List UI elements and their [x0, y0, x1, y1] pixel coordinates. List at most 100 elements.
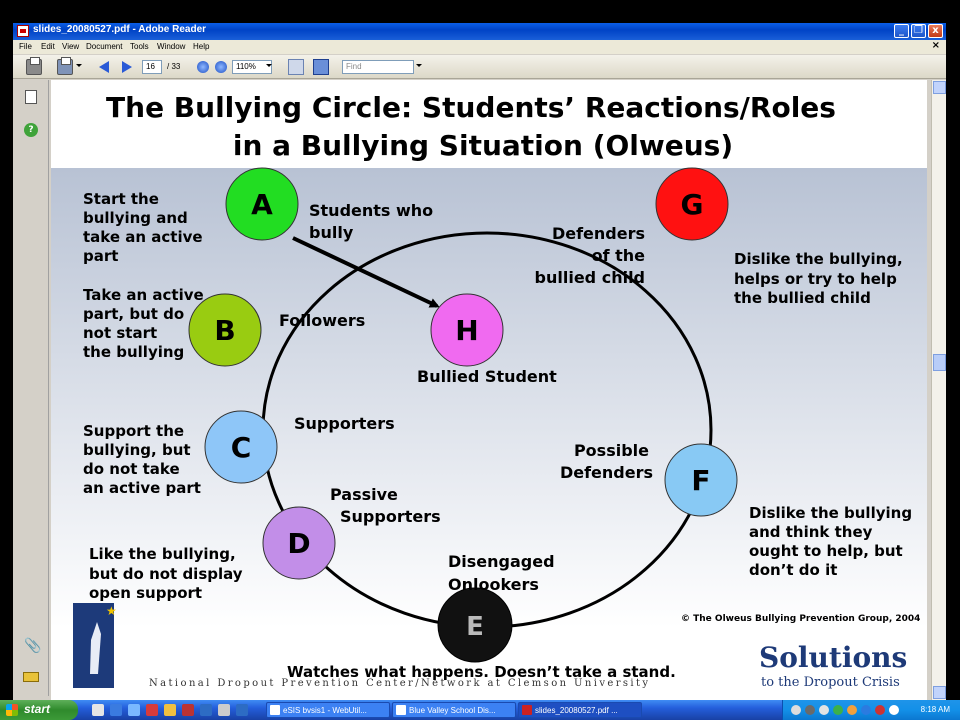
taskbar-button-blue-valley[interactable]: Blue Valley School Dis...	[392, 702, 516, 718]
desc-c-3: do not take	[83, 460, 180, 478]
taskbar-button-esis[interactable]: eSIS bvsis1 - WebUtil...	[266, 702, 390, 718]
desc-d-3: open support	[89, 584, 202, 602]
chevron-down-icon[interactable]	[266, 64, 272, 67]
role-label-e-2: Onlookers	[448, 575, 539, 594]
document-close-icon[interactable]: ×	[931, 40, 940, 51]
window-title: slides_20080527.pdf - Adobe Reader	[33, 24, 207, 35]
circle-c: C	[204, 410, 278, 484]
tray-app-icon[interactable]	[861, 705, 871, 715]
menu-edit[interactable]: Edit	[41, 42, 55, 51]
browser-icon	[270, 705, 280, 715]
ndpc-logo: ★	[73, 603, 117, 688]
circle-c-letter: C	[231, 431, 252, 464]
tray-app-icon[interactable]	[847, 705, 857, 715]
menu-help[interactable]: Help	[193, 42, 210, 51]
desc-g-1: Dislike the bullying,	[734, 250, 903, 268]
attachment-icon[interactable]: 📎	[24, 638, 42, 654]
slide-canvas: The Bullying Circle: Students’ Reactions…	[51, 91, 927, 690]
quicklaunch-app-icon[interactable]	[218, 704, 230, 716]
circle-d: D	[262, 506, 336, 580]
circle-b-letter: B	[214, 314, 235, 347]
find-input[interactable]: Find	[342, 60, 414, 74]
circle-f: F	[664, 443, 738, 517]
menu-window[interactable]: Window	[157, 42, 186, 51]
slide-title-line-2: in a Bullying Situation (Olweus)	[233, 129, 733, 162]
desc-c-2: bullying, but	[83, 441, 191, 459]
zoom-level-input[interactable]: 110%	[232, 60, 272, 74]
desc-d-1: Like the bullying,	[89, 545, 236, 563]
help-icon[interactable]: ?	[24, 123, 38, 137]
role-label-f-2: Defenders	[560, 463, 653, 482]
fit-page-icon[interactable]	[288, 59, 304, 75]
menu-view[interactable]: View	[62, 42, 80, 51]
close-button[interactable]: x	[928, 24, 943, 38]
tray-app-icon[interactable]	[889, 705, 899, 715]
acrobat-icon[interactable]	[182, 704, 194, 716]
print-icon[interactable]	[26, 57, 42, 75]
network-icon[interactable]	[805, 705, 815, 715]
email-icon[interactable]	[57, 57, 73, 75]
circle-h: H	[430, 293, 504, 367]
start-button[interactable]: start	[0, 700, 78, 720]
word-icon[interactable]	[236, 704, 248, 716]
desc-f-3: ought to help, but	[749, 542, 903, 560]
page-number-input[interactable]: 16	[142, 60, 162, 74]
internet-explorer-icon[interactable]	[110, 704, 122, 716]
circle-h-letter: H	[455, 314, 478, 347]
desc-a-3: take an active	[83, 228, 203, 246]
taskbar-button-slides-pdf[interactable]: slides_20080527.pdf ...	[518, 702, 642, 718]
desc-d-2: but do not display	[89, 565, 243, 583]
windows-logo-icon	[6, 704, 18, 716]
next-page-icon[interactable]	[119, 59, 135, 75]
comments-icon[interactable]	[23, 672, 39, 682]
desc-a-2: bullying and	[83, 209, 188, 227]
circle-f-letter: F	[691, 464, 710, 497]
minimize-button[interactable]: _	[894, 24, 909, 38]
circle-d-letter: D	[287, 527, 310, 560]
speaker-icon[interactable]	[819, 705, 829, 715]
desc-g-3: the bullied child	[734, 289, 871, 307]
scroll-thumb[interactable]	[933, 354, 946, 371]
role-label-g-3: bullied child	[535, 268, 645, 287]
chevron-down-icon[interactable]	[76, 64, 82, 67]
quicklaunch-app-icon[interactable]	[146, 704, 158, 716]
fit-window-icon[interactable]	[313, 59, 329, 75]
taskbar-button-label: slides_20080527.pdf ...	[535, 706, 618, 715]
tray-app-icon[interactable]	[875, 705, 885, 715]
restore-button[interactable]: ❐	[911, 24, 926, 38]
desc-b-3: not start	[83, 324, 157, 342]
system-tray: 8:18 AM	[782, 700, 960, 720]
role-label-g-1: Defenders	[552, 224, 645, 243]
footer-text: National Dropout Prevention Center/Netwo…	[149, 678, 650, 689]
menu-tools[interactable]: Tools	[130, 42, 149, 51]
show-desktop-icon[interactable]	[92, 704, 104, 716]
chevron-down-icon[interactable]	[416, 64, 422, 67]
role-label-h: Bullied Student	[417, 367, 557, 386]
scroll-up-icon[interactable]	[933, 81, 946, 94]
quicklaunch-app-icon[interactable]	[164, 704, 176, 716]
zoom-out-icon[interactable]	[197, 61, 209, 73]
svg-text:★: ★	[106, 604, 117, 618]
help-icon[interactable]	[791, 705, 801, 715]
circle-e-letter: E	[466, 612, 484, 642]
role-label-e-1: Disengaged	[448, 552, 555, 571]
slide-title-line-1: The Bullying Circle: Students’ Reactions…	[106, 91, 836, 124]
word-icon[interactable]	[200, 704, 212, 716]
taskbar: start eSIS bvsis1 - WebUtil... Blue Vall…	[0, 700, 960, 720]
outlook-icon[interactable]	[128, 704, 140, 716]
start-label: start	[24, 702, 51, 716]
title-bar[interactable]: slides_20080527.pdf - Adobe Reader _ ❐ x	[13, 23, 946, 40]
pages-icon[interactable]	[25, 90, 37, 104]
circle-a: A	[225, 167, 299, 241]
menu-file[interactable]: File	[19, 42, 32, 51]
menu-bar: File Edit View Document Tools Window Hel…	[13, 40, 946, 54]
antivirus-icon[interactable]	[833, 705, 843, 715]
menu-document[interactable]: Document	[86, 42, 123, 51]
scroll-down-icon[interactable]	[933, 686, 946, 699]
vertical-scrollbar[interactable]	[931, 80, 946, 700]
zoom-in-icon[interactable]	[215, 61, 227, 73]
acrobat-icon	[522, 705, 532, 715]
role-label-f-1: Possible	[574, 441, 649, 460]
desc-f-1: Dislike the bullying	[749, 504, 912, 522]
previous-page-icon[interactable]	[97, 59, 113, 75]
